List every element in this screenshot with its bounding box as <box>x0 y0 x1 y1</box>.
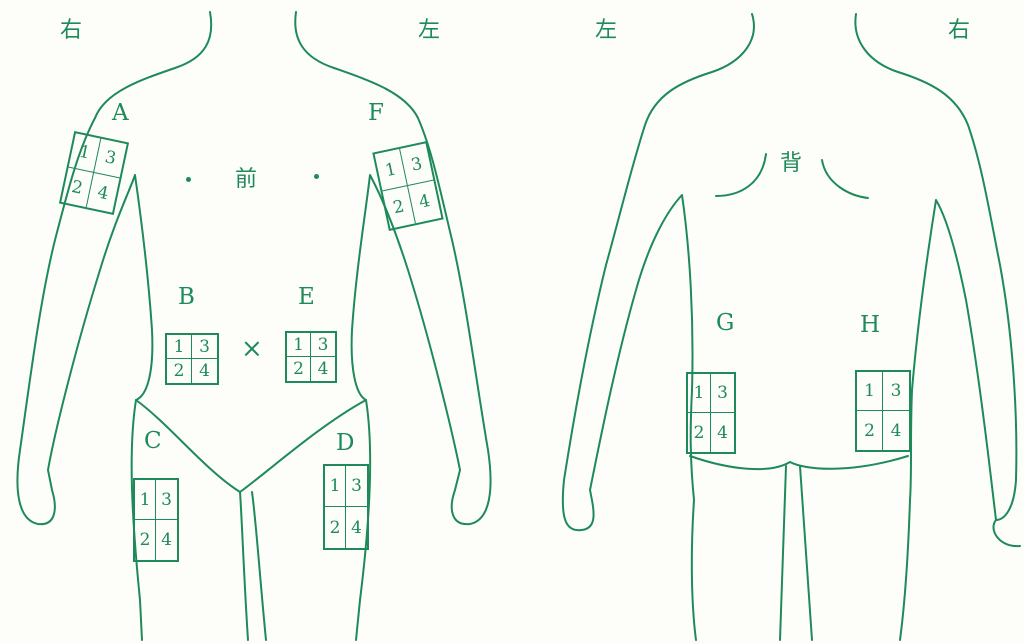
zone-c-letter: C <box>144 430 162 453</box>
zone-e-cell-4: 4 <box>311 357 335 381</box>
back-figure-outline <box>563 14 1020 640</box>
front-left-side-label: 左 <box>418 20 440 42</box>
zone-g-cell-4: 4 <box>711 413 734 452</box>
back-center-label: 背 <box>780 153 802 175</box>
zone-a-letter: A <box>112 102 129 125</box>
zone-h-cell-4: 4 <box>883 411 909 450</box>
front-right-outline <box>295 12 490 524</box>
zone-g-cell-2: 2 <box>688 413 711 452</box>
zone-e-grid: 1 3 2 4 <box>285 331 337 383</box>
zone-g-grid: 1 3 2 4 <box>686 372 736 454</box>
back-right-side-label: 右 <box>948 20 970 42</box>
zone-e-cell-1: 1 <box>287 333 311 357</box>
zone-b-cell-2: 2 <box>167 359 192 383</box>
back-right-arm-inner <box>900 200 996 640</box>
zone-h-grid: 1 3 2 4 <box>855 370 911 452</box>
zone-d-letter: D <box>336 432 354 455</box>
zone-d-cell-1: 1 <box>325 466 346 507</box>
front-right-side-label: 右 <box>60 20 82 42</box>
back-buttocks-line <box>690 456 908 469</box>
zone-h-letter: H <box>860 314 880 337</box>
zone-b-cell-1: 1 <box>167 335 192 359</box>
zone-g-cell-3: 3 <box>711 374 734 413</box>
front-center-label: 前 <box>235 169 257 191</box>
zone-e-cell-3: 3 <box>311 333 335 357</box>
back-shoulder-line-left <box>716 154 766 196</box>
zone-e-letter: E <box>298 286 315 309</box>
zone-b-cell-3: 3 <box>192 335 217 359</box>
back-left-side-label: 左 <box>595 20 617 42</box>
zone-a-cell-4: 4 <box>87 173 120 213</box>
zone-c-cell-4: 4 <box>156 520 177 560</box>
zone-c-cell-1: 1 <box>135 480 156 520</box>
front-chest-dot-left <box>186 177 191 182</box>
front-left-outline <box>17 12 211 524</box>
zone-g-letter: G <box>716 312 734 335</box>
front-inner-leg-right <box>252 492 266 640</box>
zone-d-cell-2: 2 <box>325 507 346 548</box>
zone-c-grid: 1 3 2 4 <box>133 478 179 562</box>
zone-b-cell-4: 4 <box>192 359 217 383</box>
zone-d-grid: 1 3 2 4 <box>323 464 369 550</box>
zone-h-cell-1: 1 <box>857 372 883 411</box>
zone-d-cell-3: 3 <box>346 466 367 507</box>
zone-c-cell-3: 3 <box>156 480 177 520</box>
front-chest-dot-right <box>314 174 319 179</box>
zone-f-letter: F <box>368 102 384 125</box>
navel-mark: × <box>241 336 263 362</box>
front-figure-outline <box>17 12 490 640</box>
back-leg-gap-left <box>780 466 786 640</box>
zone-h-cell-3: 3 <box>883 372 909 411</box>
back-leg-gap-right <box>800 466 812 640</box>
back-shoulder-line-right <box>822 160 868 198</box>
zone-b-letter: B <box>178 286 195 309</box>
zone-g-cell-1: 1 <box>688 374 711 413</box>
zone-a-cell-3: 3 <box>94 139 127 179</box>
zone-d-cell-4: 4 <box>346 507 367 548</box>
zone-e-cell-2: 2 <box>287 357 311 381</box>
zone-h-cell-2: 2 <box>857 411 883 450</box>
back-right-outline <box>855 14 1020 546</box>
zone-b-grid: 1 3 2 4 <box>165 333 219 385</box>
zone-c-cell-2: 2 <box>135 520 156 560</box>
front-inner-leg-left <box>240 492 248 640</box>
